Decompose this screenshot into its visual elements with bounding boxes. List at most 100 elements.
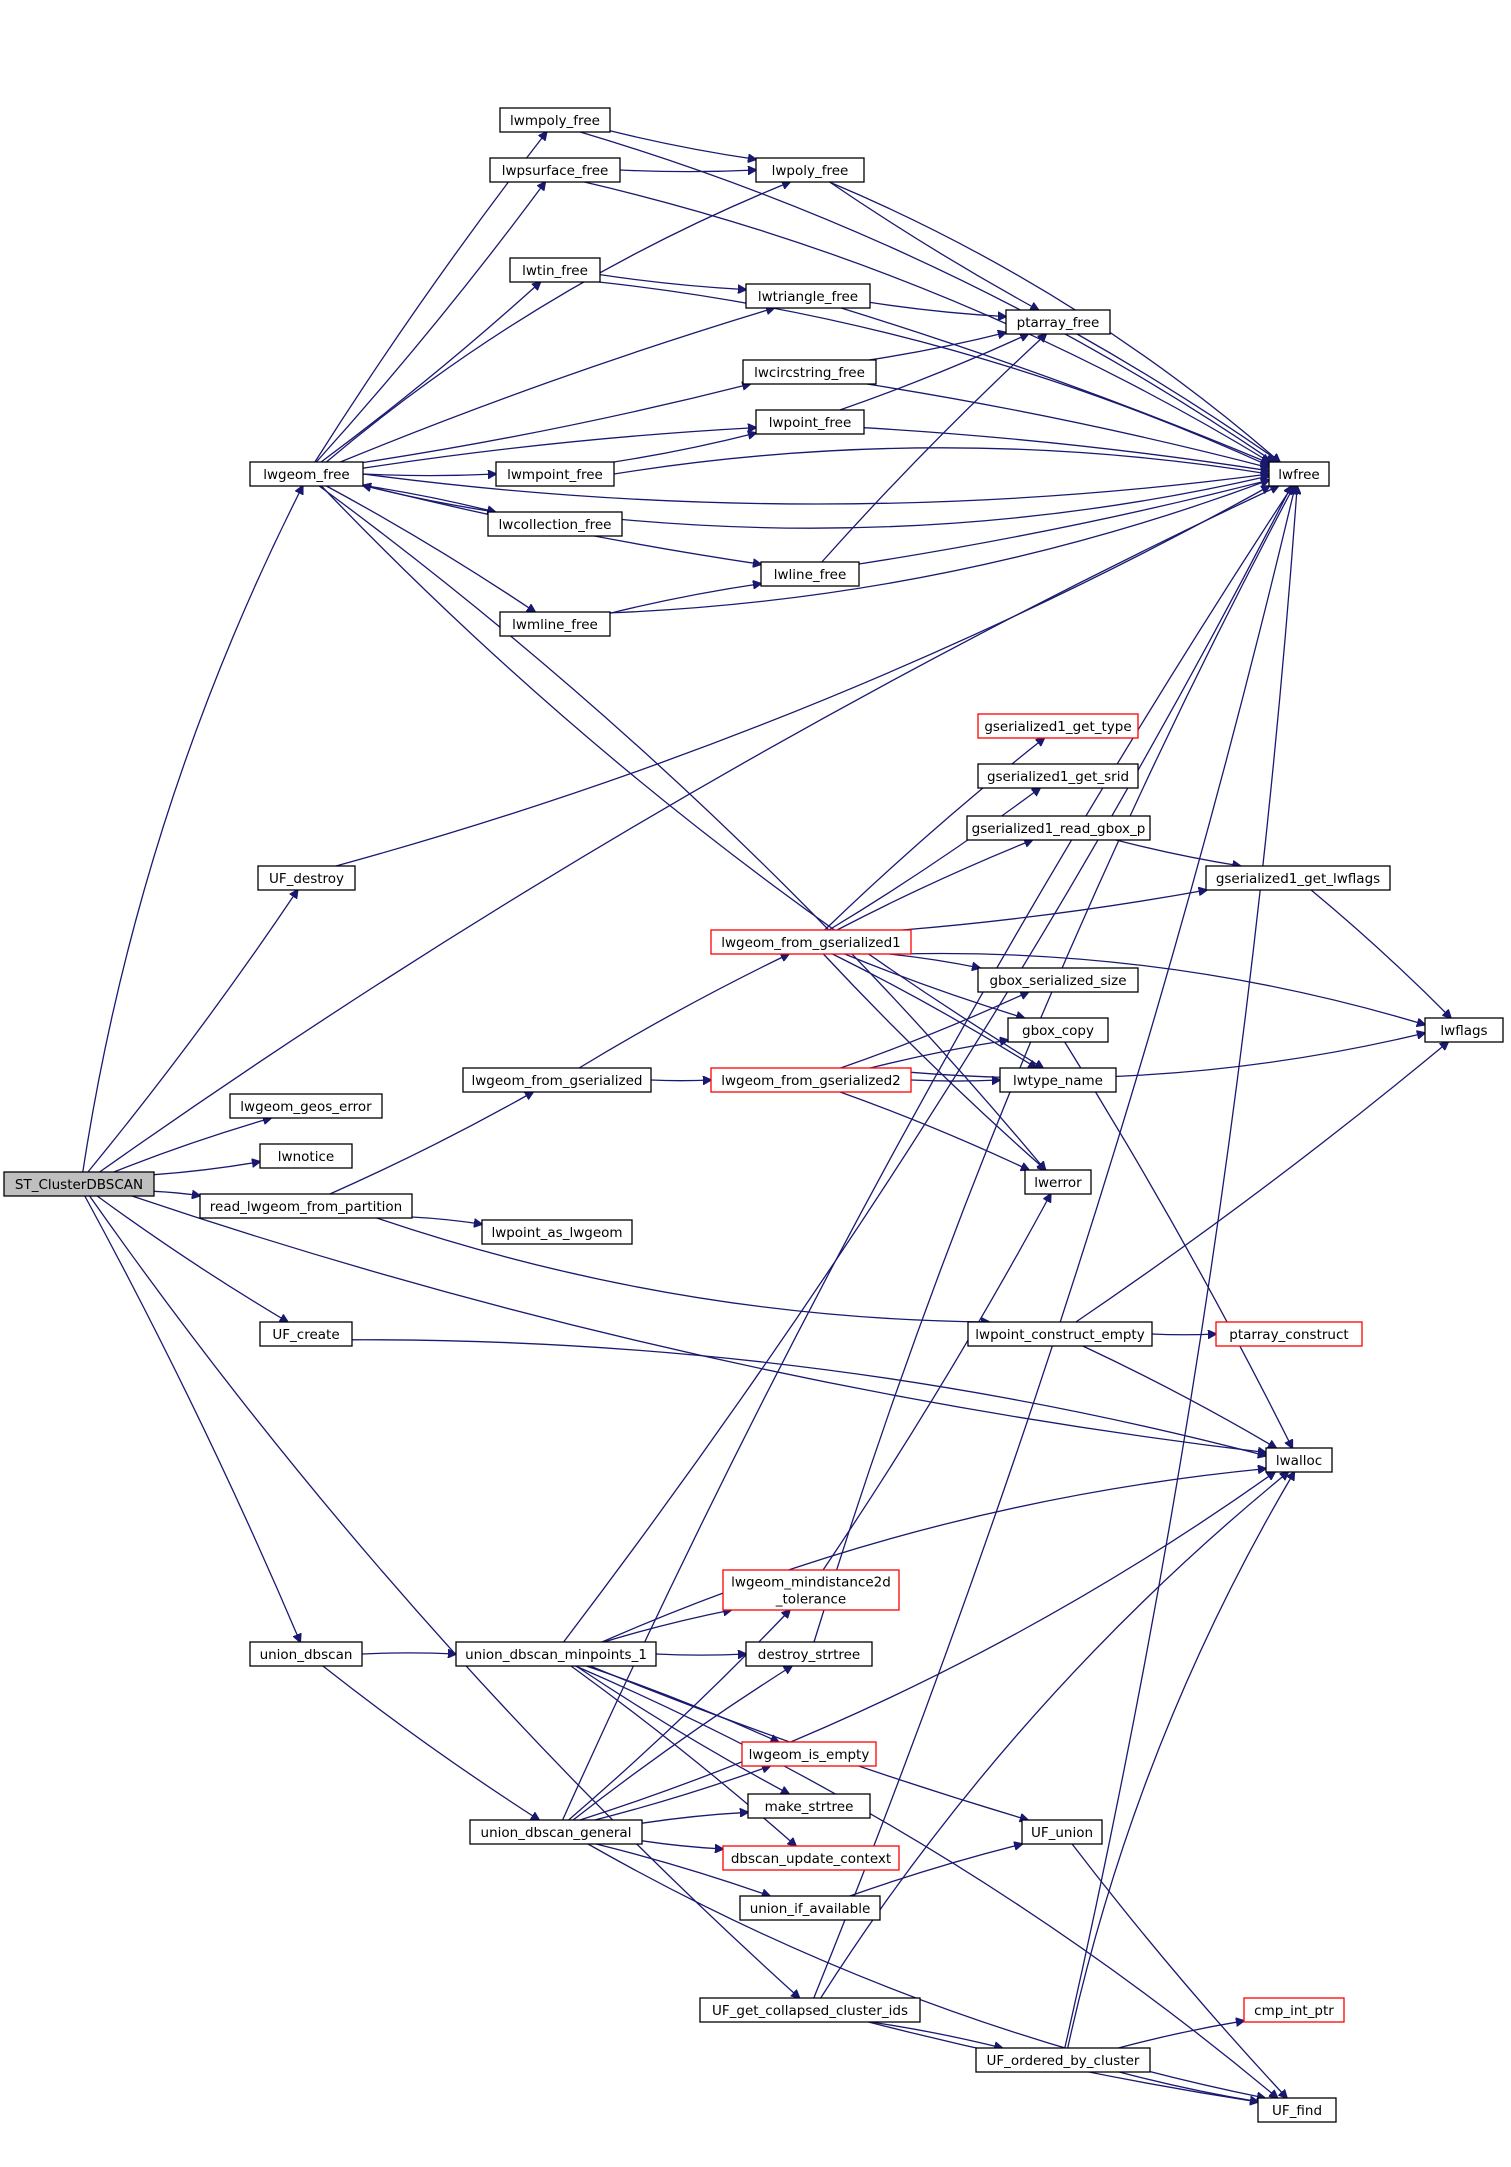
- node-lwgeom-from-gs[interactable]: lwgeom_from_gserialized: [462, 1067, 652, 1093]
- node-uf-get-collapsed[interactable]: UF_get_collapsed_cluster_ids: [699, 1997, 921, 2023]
- node-label: gbox_copy: [1022, 1023, 1094, 1039]
- node-box: [495, 461, 615, 487]
- node-read-lwgeom[interactable]: read_lwgeom_from_partition: [199, 1193, 413, 1219]
- node-gbox-copy[interactable]: gbox_copy: [1007, 1017, 1109, 1043]
- node-lwgeom-from-gs1[interactable]: lwgeom_from_gserialized1: [710, 929, 912, 955]
- edge-lwgeom_from_gs-to-lwgeom_from_gs1: [578, 954, 789, 1069]
- node-uf-union[interactable]: UF_union: [1021, 1819, 1103, 1845]
- edge-uf_get_collapsed-to-lwalloc: [820, 1472, 1289, 1999]
- node-label: lwflags: [1440, 1023, 1487, 1039]
- node-label: union_dbscan_minpoints_1: [465, 1647, 647, 1663]
- edge-lwline_free-to-ptarray_free: [821, 334, 1046, 563]
- node-box: [760, 561, 860, 587]
- node-st[interactable]: ST_ClusterDBSCAN: [3, 1171, 155, 1197]
- node-label: ptarray_free: [1017, 315, 1100, 331]
- node-gs1-get-srid[interactable]: gserialized1_get_srid: [977, 763, 1139, 789]
- node-box: [229, 1093, 383, 1119]
- edge-lwline_free-to-lwfree: [858, 480, 1269, 565]
- node-ptarray-construct[interactable]: ptarray_construct: [1215, 1321, 1363, 1347]
- node-box: [469, 1819, 643, 1845]
- node-lwcircstring-free[interactable]: lwcircstring_free: [742, 359, 877, 385]
- edge-st-to-lwfree: [99, 486, 1279, 1173]
- edge-st-to-lwgeom_geos_error: [113, 1118, 271, 1173]
- edge-union_dbscan-to-union_dbscan_general: [322, 1665, 539, 1820]
- node-lwflags[interactable]: lwflags: [1424, 1017, 1504, 1043]
- node-lwgeom-from-gs2[interactable]: lwgeom_from_gserialized2: [710, 1067, 912, 1093]
- node-label: lwgeom_from_gserialized: [472, 1073, 643, 1089]
- node-uf-destroy[interactable]: UF_destroy: [257, 865, 356, 891]
- node-lwtin-free[interactable]: lwtin_free: [509, 257, 601, 283]
- edge-ptarray_free-to-lwfree: [1076, 333, 1280, 462]
- edge-lwtriangle_free-to-ptarray_free: [869, 301, 1006, 316]
- node-union-dbscan-general[interactable]: union_dbscan_general: [469, 1819, 643, 1845]
- node-union-dbscan[interactable]: union_dbscan: [249, 1641, 363, 1667]
- node-lwpoint-construct-empty[interactable]: lwpoint_construct_empty: [967, 1321, 1153, 1347]
- node-lwgeom-mindist[interactable]: lwgeom_mindistance2d_tolerance: [722, 1569, 900, 1611]
- node-lwtriangle-free[interactable]: lwtriangle_free: [745, 283, 871, 309]
- node-make-strtree[interactable]: make_strtree: [747, 1793, 871, 1819]
- edge-gs1_read_gbox_p-to-gs1_get_lwflags: [1115, 839, 1241, 866]
- node-lwgeom-free[interactable]: lwgeom_free: [249, 461, 364, 487]
- edge-lwgeom_from_gs1-to-gs1_read_gbox_p: [836, 840, 1032, 931]
- node-label: lwline_free: [774, 567, 847, 583]
- node-label: UF_get_collapsed_cluster_ids: [712, 2003, 908, 2019]
- edge-lwgeom_free-to-lwmpoint_free: [362, 474, 496, 476]
- node-uf-create[interactable]: UF_create: [259, 1321, 353, 1347]
- node-box: [710, 1067, 912, 1093]
- node-box: [977, 967, 1139, 993]
- node-gs1-get-lwflags[interactable]: gserialized1_get_lwflags: [1205, 865, 1391, 891]
- node-lwgeom-geos-error[interactable]: lwgeom_geos_error: [229, 1093, 383, 1119]
- edge-union_dbscan_general-to-lwalloc: [579, 1472, 1275, 1821]
- node-box: [489, 157, 621, 183]
- node-ptarray-free[interactable]: ptarray_free: [1005, 309, 1111, 335]
- node-box: [499, 107, 611, 133]
- nodes: ST_ClusterDBSCAN lwgeom_free lwmpoly_freel…: [3, 107, 1504, 2123]
- edge-lwpoint_free-to-lwfree: [863, 427, 1269, 471]
- node-uf-find[interactable]: UF_find: [1257, 2097, 1337, 2123]
- edge-lwmline_free-to-lwfree: [609, 480, 1269, 614]
- node-cmp-int-ptr[interactable]: cmp_int_ptr: [1243, 1997, 1345, 2023]
- node-label: lwpoint_free: [769, 415, 852, 431]
- node-uf-ordered[interactable]: UF_ordered_by_cluster: [975, 2047, 1151, 2073]
- node-union-if-available[interactable]: union_if_available: [739, 1895, 881, 1921]
- node-gs1-get-type[interactable]: gserialized1_get_type: [977, 713, 1139, 739]
- node-lwerror[interactable]: lwerror: [1024, 1169, 1092, 1195]
- node-lwnotice[interactable]: lwnotice: [259, 1143, 353, 1169]
- node-lwline-free[interactable]: lwline_free: [760, 561, 860, 587]
- node-box: [1265, 1447, 1333, 1473]
- node-gbox-serialized-size[interactable]: gbox_serialized_size: [977, 967, 1139, 993]
- node-lwpoint-as-lwgeom[interactable]: lwpoint_as_lwgeom: [481, 1219, 633, 1245]
- node-box: [745, 283, 871, 309]
- node-lwmpoly-free[interactable]: lwmpoly_free: [499, 107, 611, 133]
- node-dbscan-update-context[interactable]: dbscan_update_context: [722, 1845, 900, 1871]
- edge-lwpoint_construct_empty-to-lwflags: [1075, 1042, 1448, 1323]
- edge-lwpsurface_free-to-lwfree: [584, 181, 1269, 462]
- node-lwfree[interactable]: lwfree: [1268, 461, 1330, 487]
- node-box: [487, 511, 623, 537]
- edge-lwgeom_from_gs1-to-lwerror: [822, 953, 1045, 1170]
- node-lwtype-name[interactable]: lwtype_name: [999, 1067, 1117, 1093]
- node-label: lwgeom_geos_error: [240, 1099, 372, 1115]
- edge-uf_union-to-uf_find: [1071, 1843, 1287, 2098]
- edge-st-to-uf_create: [96, 1195, 288, 1322]
- node-lwpoint-free[interactable]: lwpoint_free: [755, 409, 865, 435]
- edge-lwgeom_from_gs1-to-gs1_get_lwflags: [902, 890, 1206, 931]
- node-box: [977, 763, 1139, 789]
- node-union-dbscan-min1[interactable]: union_dbscan_minpoints_1: [455, 1641, 657, 1667]
- edge-read_lwgeom-to-lwpoint_as_lwgeom: [411, 1216, 482, 1224]
- edge-lwcollection_free-to-lwgeom_free: [363, 485, 496, 513]
- node-lwmpoint-free[interactable]: lwmpoint_free: [495, 461, 615, 487]
- node-lwpsurface-free[interactable]: lwpsurface_free: [489, 157, 621, 183]
- node-lwalloc[interactable]: lwalloc: [1265, 1447, 1333, 1473]
- node-destroy-strtree[interactable]: destroy_strtree: [745, 1641, 873, 1667]
- node-box: [199, 1193, 413, 1219]
- edge-union_dbscan_min1-to-lwgeom_mindist: [603, 1610, 732, 1643]
- node-lwgeom-is-empty[interactable]: lwgeom_is_empty: [741, 1741, 877, 1767]
- node-gs1-read-gbox-p[interactable]: gserialized1_read_gbox_p: [966, 815, 1151, 841]
- node-lwpoly-free[interactable]: lwpoly_free: [755, 157, 865, 183]
- node-lwcollection-free[interactable]: lwcollection_free: [487, 511, 623, 537]
- node-label: lwgeom_mindistance2d: [731, 1575, 891, 1591]
- node-lwmline-free[interactable]: lwmline_free: [499, 611, 611, 637]
- node-box: [259, 1321, 353, 1347]
- node-label: lwgeom_from_gserialized2: [721, 1073, 901, 1089]
